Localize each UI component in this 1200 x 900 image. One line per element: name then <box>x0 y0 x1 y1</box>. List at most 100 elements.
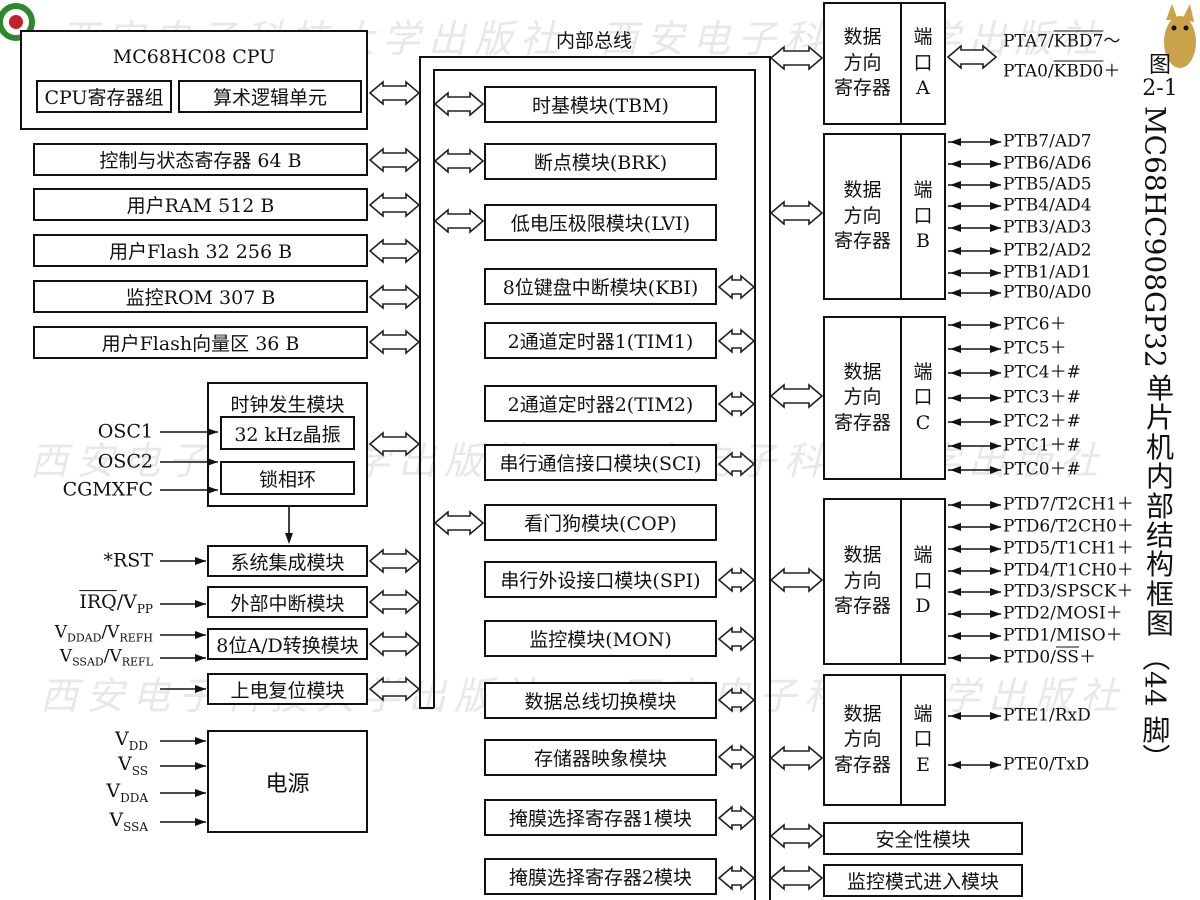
power-label: 电源 <box>265 771 310 797</box>
irq-label: 外部中断模块 <box>230 592 345 615</box>
irq-arrowhead <box>195 600 206 608</box>
bus-module-label: 串行通信接口模块(SCI) <box>499 453 702 475</box>
pin-ptc: PTC4＋# <box>1003 362 1081 383</box>
ptc-arrowhead-out <box>990 418 1001 426</box>
bus-double-arrow <box>368 192 421 218</box>
pin-arrowhead <box>950 654 961 662</box>
memory-label: 用户RAM 512 B <box>126 195 275 217</box>
bus-double-arrow <box>769 45 824 71</box>
bus-double-arrow <box>717 451 756 477</box>
pin-arrowhead <box>950 202 961 210</box>
pin-rst: *RST <box>103 549 154 572</box>
por-box: 上电复位模块 <box>207 673 368 705</box>
pin-arrowhead <box>950 181 961 189</box>
sim-label: 系统集成模块 <box>230 551 345 574</box>
bus-module-label: 存储器映象模块 <box>533 748 667 770</box>
bus-module: 存储器映象模块 <box>484 739 717 776</box>
pin-ptd: PTD2/MOSI＋ <box>1003 603 1123 624</box>
power-box: 电源 <box>207 730 368 833</box>
bus-double-arrow <box>368 431 421 457</box>
bus-module: 监控模块(MON) <box>484 620 717 657</box>
ddr-label: 数据方向寄存器 <box>825 500 902 663</box>
bus-module: 看门狗模块(COP) <box>484 504 717 541</box>
pin-vdd: VDD <box>115 728 148 753</box>
figure-number: 图 2-1 <box>1142 53 1178 102</box>
cpu-register-box: CPU寄存器组 <box>36 80 172 113</box>
security-module-box: 安全性模块 <box>823 822 1023 855</box>
ptd-arrowhead-out <box>990 501 1001 509</box>
bus-module: 时基模块(TBM) <box>484 86 717 123</box>
bus-module: 数据总线切换模块 <box>484 682 717 719</box>
bus-double-arrow <box>769 383 824 409</box>
bus-module-label: 串行外设接口模块(SPI) <box>500 570 701 592</box>
memory-block-ram: 用户RAM 512 B <box>33 188 368 221</box>
pin-osc1: OSC1 <box>97 420 153 443</box>
pin-ptd: PTD4/T1CH0＋ <box>1003 560 1134 581</box>
pin-pta0: PTA0/KBD0＋ <box>1003 61 1121 82</box>
bus-double-arrow <box>769 745 824 771</box>
bus-module: 掩膜选择寄存器1模块 <box>484 799 717 836</box>
ptc-arrowhead-out <box>990 394 1001 402</box>
pin-arrowhead <box>950 418 961 426</box>
bus-module-label: 2通道定时器2(TIM2) <box>507 394 694 416</box>
pin-ptb: PTB0/AD0 <box>1003 282 1092 303</box>
ptd-arrowhead-out <box>990 567 1001 575</box>
bus-double-arrow <box>769 865 824 891</box>
pin-arrowhead <box>950 466 961 474</box>
pin-arrowhead <box>950 224 961 232</box>
ddr-label: 数据方向寄存器 <box>825 318 902 478</box>
bus-double-arrow <box>368 147 421 173</box>
ptd-arrowhead-out <box>990 610 1001 618</box>
pll-box: 锁相环 <box>220 461 355 495</box>
pin-arrowhead <box>950 247 961 255</box>
pin-arrowhead <box>950 523 961 531</box>
pin-ptd: PTD7/T2CH1＋ <box>1003 494 1134 515</box>
power-pin-0-arrowhead <box>195 737 206 745</box>
bus-double-arrow <box>368 631 421 657</box>
memory-block-rom: 监控ROM 307 B <box>33 280 368 313</box>
bus-double-arrow <box>717 805 756 831</box>
bus-module-label: 监控模块(MON) <box>529 629 672 651</box>
pin-ptc: PTC2＋# <box>1003 411 1081 432</box>
bus-double-arrow <box>368 284 421 310</box>
pin-pte0: PTE0/TxD <box>1003 754 1090 775</box>
pin-arrowhead <box>950 501 961 509</box>
por-in-arrowhead <box>195 685 206 693</box>
vssad-arrowhead <box>195 654 206 662</box>
ptb-arrowhead-out <box>990 269 1001 277</box>
memory-block-flash: 用户Flash 32 256 B <box>33 234 368 267</box>
rst-arrowhead <box>195 557 206 565</box>
bus-double-arrow <box>368 329 421 355</box>
ptd-arrowhead-out <box>990 588 1001 596</box>
pin-arrowhead <box>950 394 961 402</box>
bus-double-arrow <box>717 626 756 652</box>
pte-arrowhead-out <box>990 761 1001 769</box>
ddr-label: 数据方向寄存器 <box>825 676 902 804</box>
clock-to-sim-arrowhead <box>285 533 293 544</box>
crystal-label: 32 kHz晶振 <box>234 423 341 446</box>
bus-module: 2通道定时器2(TIM2) <box>484 385 717 422</box>
ptc-arrowhead-out <box>990 369 1001 377</box>
pin-ptc: PTC1＋# <box>1003 435 1081 456</box>
pin-arrowhead <box>950 321 961 329</box>
pin-arrowhead <box>950 610 961 618</box>
bus-double-arrow <box>717 744 756 770</box>
sim-box: 系统集成模块 <box>207 545 368 577</box>
bus-module: 2通道定时器1(TIM1) <box>484 322 717 359</box>
pin-pta7: PTA7/KBD7～ <box>1003 31 1121 52</box>
pin-arrowhead <box>950 632 961 640</box>
pin-ptd0: PTD0/SS＋ <box>1003 647 1096 668</box>
pin-arrowhead <box>950 160 961 168</box>
ptb-arrowhead-out <box>990 160 1001 168</box>
memory-label: 用户Flash 32 256 B <box>108 241 293 263</box>
pin-arrowhead <box>950 567 961 575</box>
power-pin-1-arrowhead <box>195 762 206 770</box>
bus-module: 8位键盘中断模块(KBI) <box>484 268 717 305</box>
pin-ptc: PTC6＋ <box>1003 314 1067 335</box>
pin-ptb: PTB1/AD1 <box>1003 262 1092 283</box>
